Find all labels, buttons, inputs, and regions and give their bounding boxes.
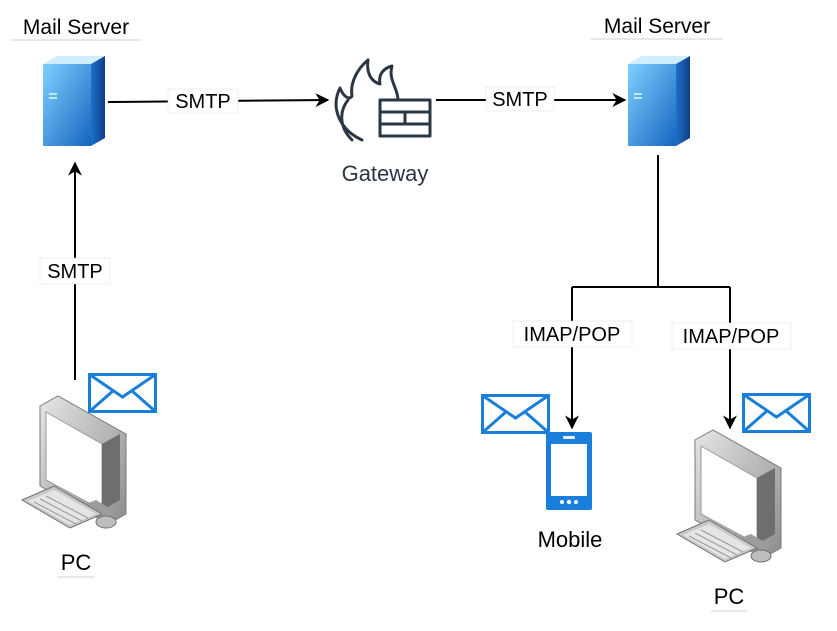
gateway-label: Gateway — [342, 161, 429, 186]
mail-server-right-label: Mail Server — [604, 15, 710, 38]
edge-label-smtp-3: SMTP — [47, 261, 103, 283]
mobile-device: Mobile — [481, 394, 603, 552]
edge-label-imap-pop-pc: IMAP/POP — [683, 326, 780, 348]
envelope-icon — [88, 373, 157, 413]
server-icon — [42, 55, 106, 147]
mobile-label: Mobile — [538, 527, 603, 552]
pc-left: PC — [21, 373, 157, 578]
firewall-icon — [334, 58, 432, 142]
pc-right-label: PC — [714, 584, 745, 609]
mail-server-right: Mail Server — [591, 15, 723, 147]
server-icon — [627, 55, 691, 147]
envelope-icon — [742, 393, 811, 433]
edge-label-smtp-1: SMTP — [175, 91, 231, 113]
pc-right: PC — [676, 393, 811, 612]
edge-label-imap-pop-mobile: IMAP/POP — [524, 324, 621, 346]
gateway: Gateway — [334, 58, 432, 186]
smartphone-icon — [546, 432, 592, 510]
computer-icon — [676, 429, 782, 563]
envelope-icon — [481, 394, 550, 434]
computer-icon — [21, 395, 127, 529]
pc-left-label: PC — [61, 550, 92, 575]
edge-label-smtp-2: SMTP — [492, 89, 548, 111]
mail-server-left-label: Mail Server — [23, 16, 129, 39]
mail-server-left: Mail Server — [10, 16, 142, 147]
